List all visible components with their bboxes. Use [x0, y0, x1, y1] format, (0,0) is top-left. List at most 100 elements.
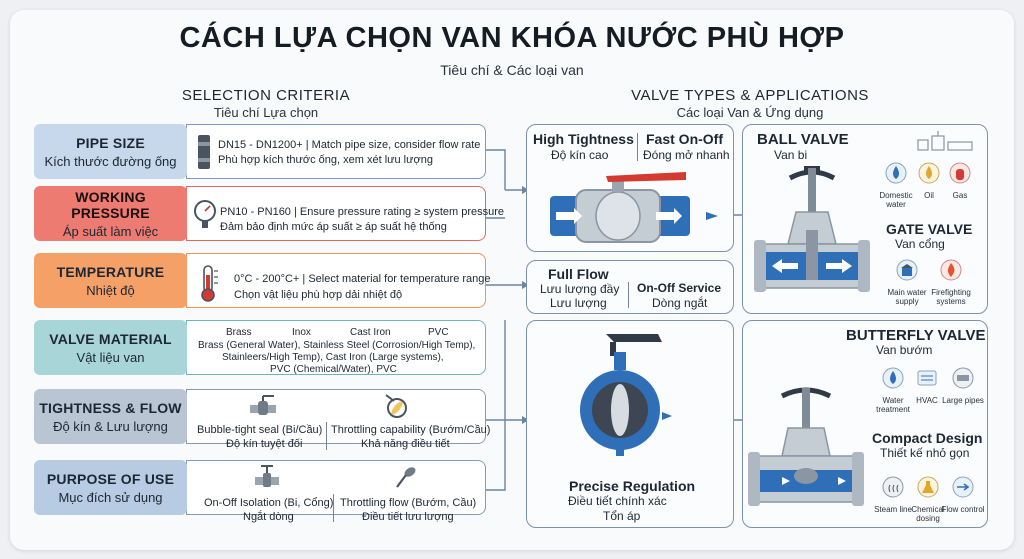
- ball-valve-illustration: [550, 172, 718, 243]
- butterfly-valve-illustration: [580, 334, 672, 456]
- compact-design-title: Compact Design: [872, 430, 983, 446]
- water-drop-icon: [885, 162, 907, 184]
- chemical-icon: [917, 476, 939, 498]
- material-pvc: PVC: [428, 327, 449, 338]
- application-gas-cylinder: Gas: [937, 162, 983, 200]
- material-line3: PVC (Chemical/Water), PVC: [270, 364, 397, 375]
- criterion-label-2: TEMPERATURE Nhiệt độ: [34, 253, 187, 308]
- purpose-right-en: Throttling flow (Bướm, Cầu): [340, 497, 477, 509]
- criterion-title-vi: Độ kín & Lưu lượng: [53, 418, 168, 434]
- full-flow-vi-1: Lưu lượng đầy: [540, 282, 620, 296]
- material-line1: Brass (General Water), Stainless Steel (…: [198, 340, 476, 351]
- high-tightness-vi: Độ kín cao: [551, 148, 609, 162]
- flow-control-icon: [952, 476, 974, 498]
- application-label: Steam line: [874, 505, 912, 514]
- full-flow-vi-2: Lưu lượng: [550, 296, 607, 310]
- application-label: Oil: [924, 191, 934, 200]
- application-label: Large pipes: [942, 396, 984, 405]
- on-off-service-title: On-Off Service: [637, 281, 722, 295]
- flow-divider: [628, 282, 629, 308]
- thermometer-icon: [201, 265, 218, 302]
- criterion-title: TIGHTNESS & FLOW: [39, 399, 182, 416]
- application-label: Main water supply: [887, 288, 927, 306]
- application-hvac: HVAC: [904, 367, 950, 405]
- criterion-title: PIPE SIZE: [76, 134, 145, 151]
- pipe-size-line2: Phù hợp kích thước ống, xem xét lưu lượn…: [218, 154, 433, 166]
- criterion-label-1: WORKING PRESSURE Áp suất làm việc: [34, 186, 187, 241]
- application-oil-drop: Oil: [906, 162, 952, 200]
- material-brass: Brass: [226, 327, 252, 338]
- gas-cylinder-icon: [949, 162, 971, 184]
- working-pressure-line2: Đảm bảo định mức áp suất ≥ áp suất hệ th…: [220, 221, 447, 233]
- ball-valve-title: BALL VALVE: [757, 131, 849, 148]
- pipe-size-line1: DN15 - DN1200+ | Match pipe size, consid…: [218, 139, 481, 151]
- valve-types-heading: VALVE TYPES & APPLICATIONS Các loại Van …: [600, 87, 900, 120]
- fire-icon: [940, 259, 962, 281]
- full-flow-title: Full Flow: [548, 266, 609, 282]
- application-label: Gas: [952, 191, 968, 200]
- criterion-title: VALVE MATERIAL: [49, 330, 172, 347]
- large-pipe-icon: [952, 367, 974, 389]
- criterion-title-vi: Mục đích sử dụng: [58, 489, 163, 505]
- criterion-title: TEMPERATURE: [56, 263, 165, 280]
- fast-on-off-vi: Đóng mở nhanh: [643, 148, 730, 162]
- throttling-valve-small-icon: [385, 394, 407, 418]
- hvac-icon: [917, 370, 937, 386]
- features-divider: [637, 133, 638, 161]
- ball-valve-title-vi: Van bi: [774, 148, 808, 162]
- plant-icon: [917, 131, 973, 151]
- material-line2: Stainleers/High Temp), Cast Iron (Large …: [222, 352, 444, 363]
- application-label: HVAC: [916, 396, 938, 405]
- gate-valve-title-vi: Van cổng: [895, 237, 945, 251]
- butterfly-valve-title-vi: Van bướm: [876, 343, 933, 357]
- water-treatment-icon: [882, 367, 904, 389]
- application-label: Flow control: [941, 505, 985, 514]
- temperature-line2: Chọn vật liệu phù hợp dải nhiệt độ: [234, 289, 403, 301]
- ball-valve-small-icon: [250, 395, 276, 415]
- criterion-detail-3: [186, 320, 486, 375]
- tightness-left-vi: Độ kín tuyệt đối: [226, 438, 303, 450]
- criterion-title-vi: Nhiệt độ: [86, 282, 135, 298]
- criterion-title-vi: Vật liệu van: [76, 349, 145, 365]
- purpose-left-en: On-Off Isolation (Bi, Cổng): [204, 497, 334, 509]
- compact-design-vi: Thiết kế nhỏ gọn: [880, 446, 970, 460]
- butterfly-valve-title: BUTTERFLY VALVE: [846, 327, 986, 344]
- material-inox: Inox: [292, 327, 311, 338]
- pipe-icon: [198, 135, 210, 169]
- tightness-divider: [326, 422, 327, 450]
- selection-criteria-title-vi: Tiêu chí Lựa chọn: [213, 105, 319, 120]
- application-flow-control: Flow control: [940, 476, 986, 514]
- application-steam: Steam line: [870, 476, 916, 514]
- tightness-right-en: Throttling capability (Bướm/Cầu): [331, 424, 491, 436]
- criterion-title-vi: Áp suất làm việc: [62, 223, 159, 239]
- pressure-gauge-icon: [194, 200, 216, 228]
- criterion-title: WORKING PRESSURE: [71, 188, 150, 221]
- criterion-detail-5: [186, 460, 486, 515]
- application-label: Domestic water: [879, 191, 913, 209]
- gate-valve-title: GATE VALVE: [886, 221, 973, 237]
- purpose-divider: [333, 494, 334, 522]
- application-water-treatment: Water treatment: [870, 367, 916, 414]
- pressure-loss-vi: Tổn áp: [603, 509, 641, 523]
- application-water-drop: Domestic water: [873, 162, 919, 209]
- high-tightness-title: High Tightness: [533, 131, 634, 147]
- tightness-right-vi: Khả năng điều tiết: [361, 438, 450, 450]
- material-cast-iron: Cast Iron: [350, 327, 391, 338]
- gate-valve-illustration: [754, 166, 870, 292]
- oil-drop-icon: [918, 162, 940, 184]
- working-pressure-line1: PN10 - PN160 | Ensure pressure rating ≥ …: [220, 206, 505, 218]
- water-tower-icon: [896, 259, 918, 281]
- full-flow-box: [526, 260, 734, 314]
- isolation-valve-small-icon: [255, 465, 279, 487]
- page-subtitle: Tiêu chí & Các loại van: [440, 62, 584, 78]
- criterion-detail-2: [186, 253, 486, 308]
- precise-regulation-title: Precise Regulation: [569, 478, 696, 494]
- criterion-detail-0: [186, 124, 486, 179]
- selection-criteria-heading: SELECTION CRITERIA Tiêu chí Lựa chọn: [150, 87, 382, 120]
- valve-types-title: VALVE TYPES & APPLICATIONS: [631, 87, 869, 104]
- purpose-right-vi: Điều tiết lưu lượng: [362, 511, 454, 523]
- application-label: Firefighting systems: [931, 288, 971, 306]
- temperature-line1: 0°C - 200°C+ | Select material for tempe…: [234, 273, 491, 285]
